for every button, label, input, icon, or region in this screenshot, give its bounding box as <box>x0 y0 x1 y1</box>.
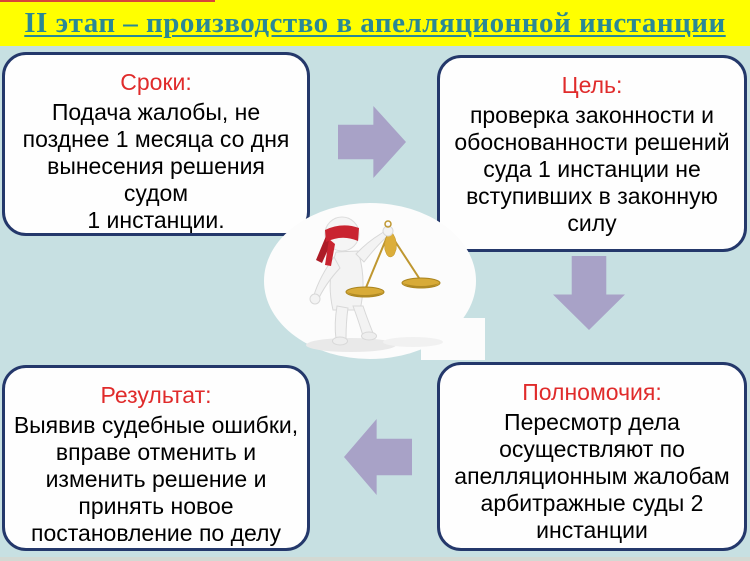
box-goal-body: проверка законности и обоснованности реш… <box>454 102 730 236</box>
justice-figure-image <box>264 203 485 360</box>
bottom-strip <box>0 557 750 561</box>
box-result-body: Выявив судебные ошибки, вправе отменить … <box>13 412 299 546</box>
slide-title: II этап – производство в апелляционной и… <box>24 6 726 39</box>
box-powers-heading: Полномочия: <box>522 379 662 405</box>
box-terms: Сроки: Подача жалобы, не позднее 1 месяц… <box>2 52 310 236</box>
box-powers: Полномочия: Пересмотр дела осуществляют … <box>437 362 747 551</box>
title-bar: II этап – производство в апелляционной и… <box>0 0 750 46</box>
arrow-down-icon <box>553 256 625 330</box>
box-result-heading: Результат: <box>100 382 212 408</box>
box-goal-heading: Цель: <box>561 72 623 98</box>
box-powers-body: Пересмотр дела осуществляют по апелляцио… <box>454 409 730 543</box>
box-result: Результат: Выявив судебные ошибки, вправ… <box>2 365 310 551</box>
top-red-line <box>0 0 215 2</box>
box-terms-body: Подача жалобы, не позднее 1 месяца со дн… <box>22 99 290 233</box>
box-terms-heading: Сроки: <box>120 69 192 95</box>
box-goal: Цель: проверка законности и обоснованнос… <box>437 55 747 252</box>
arrow-right-icon <box>338 106 406 178</box>
arrow-left-icon <box>344 419 412 495</box>
